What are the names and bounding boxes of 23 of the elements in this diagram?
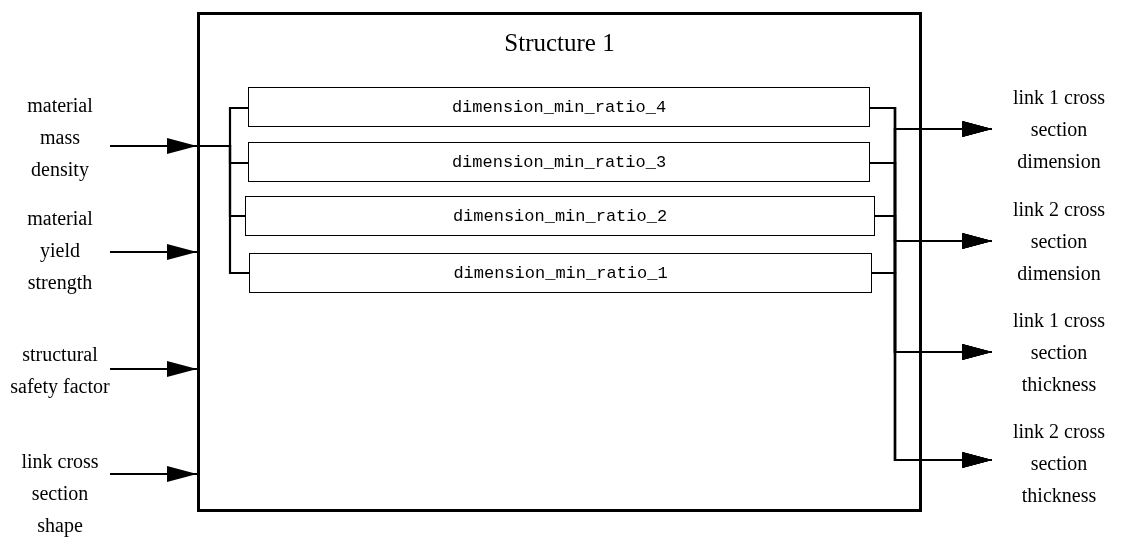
output-label: link 2 cross section dimension <box>1011 197 1107 286</box>
function-name: dimension_min_ratio_1 <box>453 263 668 283</box>
function-name: dimension_min_ratio_3 <box>451 152 667 172</box>
structure-title: Structure 1 <box>504 29 615 57</box>
output-label: link 2 cross section thickness <box>1011 419 1107 508</box>
input-label: material mass density <box>26 93 94 183</box>
arrow <box>872 271 992 468</box>
input-label: material yield strength <box>26 206 94 296</box>
arrow <box>110 138 197 154</box>
function-box <box>248 142 870 182</box>
function-name: dimension_min_ratio_4 <box>451 97 667 117</box>
output-label: link 1 cross section dimension <box>1011 85 1107 174</box>
arrow <box>110 361 197 377</box>
arrow <box>110 244 197 260</box>
function-name: dimension_min_ratio_2 <box>452 206 668 226</box>
function-box <box>248 87 870 127</box>
function-box <box>249 253 872 293</box>
output-label: link 1 cross section thickness <box>1011 308 1107 397</box>
function-box <box>245 196 875 236</box>
input-label: structural safety factor <box>10 342 110 400</box>
input-label: link cross section shape <box>20 449 100 539</box>
arrow <box>110 466 197 482</box>
structure-box <box>197 12 922 512</box>
